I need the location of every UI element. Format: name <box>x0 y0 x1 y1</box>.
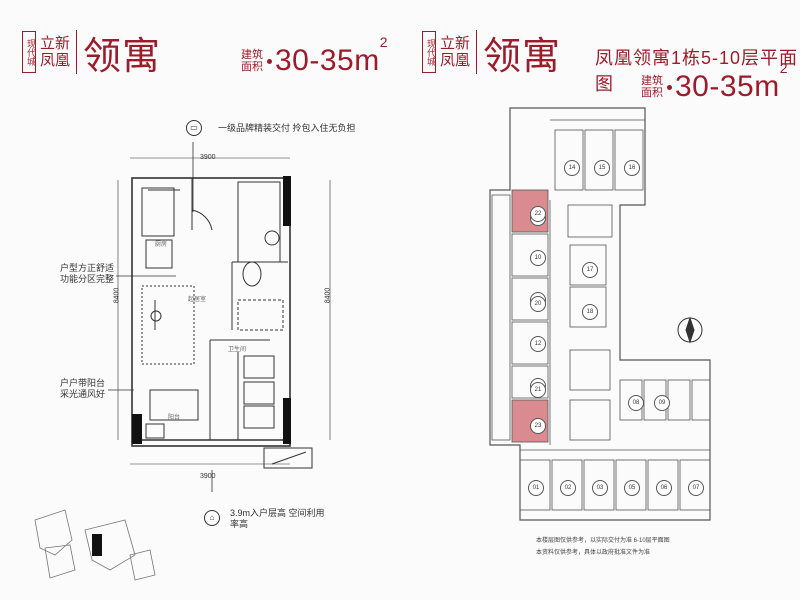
callout-bottom: 3.9m入户层高 空间利用率高 <box>230 508 325 529</box>
callout-middle: 户型方正舒适 功能分区完整 <box>60 263 115 284</box>
unit-number-badge: 15 <box>594 160 610 176</box>
room-label-kitchen: 厨房 <box>155 242 168 248</box>
area-dot-right <box>667 84 672 90</box>
room-label-living: 起居室 <box>188 297 207 303</box>
logo-line1: 立新 <box>40 34 71 52</box>
area-dot <box>267 58 272 64</box>
unit-number-badge: 21 <box>530 382 546 398</box>
callout-lower: 户户带阳台 采光通风好 <box>60 378 106 399</box>
unit-number-badge: 05 <box>624 480 640 496</box>
area-label: 建筑面积 <box>241 49 263 73</box>
area-value: 30-35m2 <box>275 34 388 78</box>
room-label-bath: 卫生间 <box>228 347 247 353</box>
furniture-icon: ▭ <box>186 120 202 136</box>
brand-logo: 现代城 立新 凤凰 领寓 <box>22 24 161 80</box>
unit-number-badge: 22 <box>530 206 546 222</box>
callout-top: 一级品牌精装交付 拎包入住无负担 <box>218 123 356 133</box>
logo-line2: 凤凰 <box>40 51 71 69</box>
unit-number-badge: 17 <box>582 262 598 278</box>
unit-number-badge: 14 <box>564 160 580 176</box>
dim-top: 3900 <box>200 154 216 161</box>
unit-number-badge: 01 <box>528 480 544 496</box>
unit-number-badge: 03 <box>592 480 608 496</box>
right-panel: 现代城 立新 凤凰 领寓 凤凰领寓1栋5-10层平面图 建筑面积 30-35m2 <box>400 0 800 600</box>
logo-line1-right: 立新 <box>440 34 471 52</box>
area-sup: 2 <box>379 34 389 50</box>
unit-number-badge: 07 <box>688 480 704 496</box>
unit-number-badge: 02 <box>560 480 576 496</box>
area-label-right: 建筑面积 <box>641 75 663 99</box>
floor-plan-title: 凤凰领寓1栋5-10层平面图 <box>595 48 799 94</box>
area-value-right: 30-35m2 <box>675 60 788 104</box>
room-label-balcony: 阳台 <box>168 415 181 421</box>
logo-big-text: 领寓 <box>83 33 162 78</box>
area-sup-right: 2 <box>779 60 789 76</box>
logo-seal-right: 现代城 <box>422 31 436 73</box>
area-number-right: 30-35m <box>675 70 780 103</box>
note-line1: 本楼层图仅供参考，以实际交付为准 6-10层平面图 <box>536 538 670 544</box>
unit-number-badge: 10 <box>530 250 546 266</box>
dim-bottom: 3900 <box>200 473 216 480</box>
logo-big-text-right: 领寓 <box>483 33 562 78</box>
logo-seal: 现代城 <box>22 31 36 73</box>
building-floor-plan <box>489 107 711 521</box>
unit-number-badge: 08 <box>628 395 644 411</box>
unit-number-badge: 06 <box>656 480 672 496</box>
left-panel: 现代城 立新 凤凰 领寓 建筑面积 30-35m2 ▭ 一级品牌精装交付 拎包入… <box>22 24 388 581</box>
brand-logo-right: 现代城 立新 凤凰 领寓 <box>422 24 561 80</box>
unit-number-badge: 16 <box>624 160 640 176</box>
height-icon: ⌂ <box>204 510 220 526</box>
area-block: 建筑面积 30-35m2 <box>240 34 388 78</box>
area-number: 30-35m <box>275 44 380 77</box>
unit-number-badge: 09 <box>654 395 670 411</box>
logo-text-stack: 立新 凤凰 <box>40 35 70 69</box>
area-block-right: 建筑面积 30-35m2 <box>640 60 788 104</box>
note-line2: 本资料仅供参考，具体以政府批准文件为准 <box>536 550 651 556</box>
logo-divider <box>76 30 78 74</box>
unit-number-badge: 18 <box>582 304 598 320</box>
unit-number-badge: 23 <box>530 418 546 434</box>
logo-text-stack-right: 立新 凤凰 <box>440 35 470 69</box>
unit-number-badge: 12 <box>530 336 546 352</box>
logo-line2-right: 凤凰 <box>440 51 471 69</box>
unit-number-badge: 20 <box>530 296 546 312</box>
unit-floor-plan <box>34 142 331 581</box>
logo-divider-right <box>476 30 478 74</box>
